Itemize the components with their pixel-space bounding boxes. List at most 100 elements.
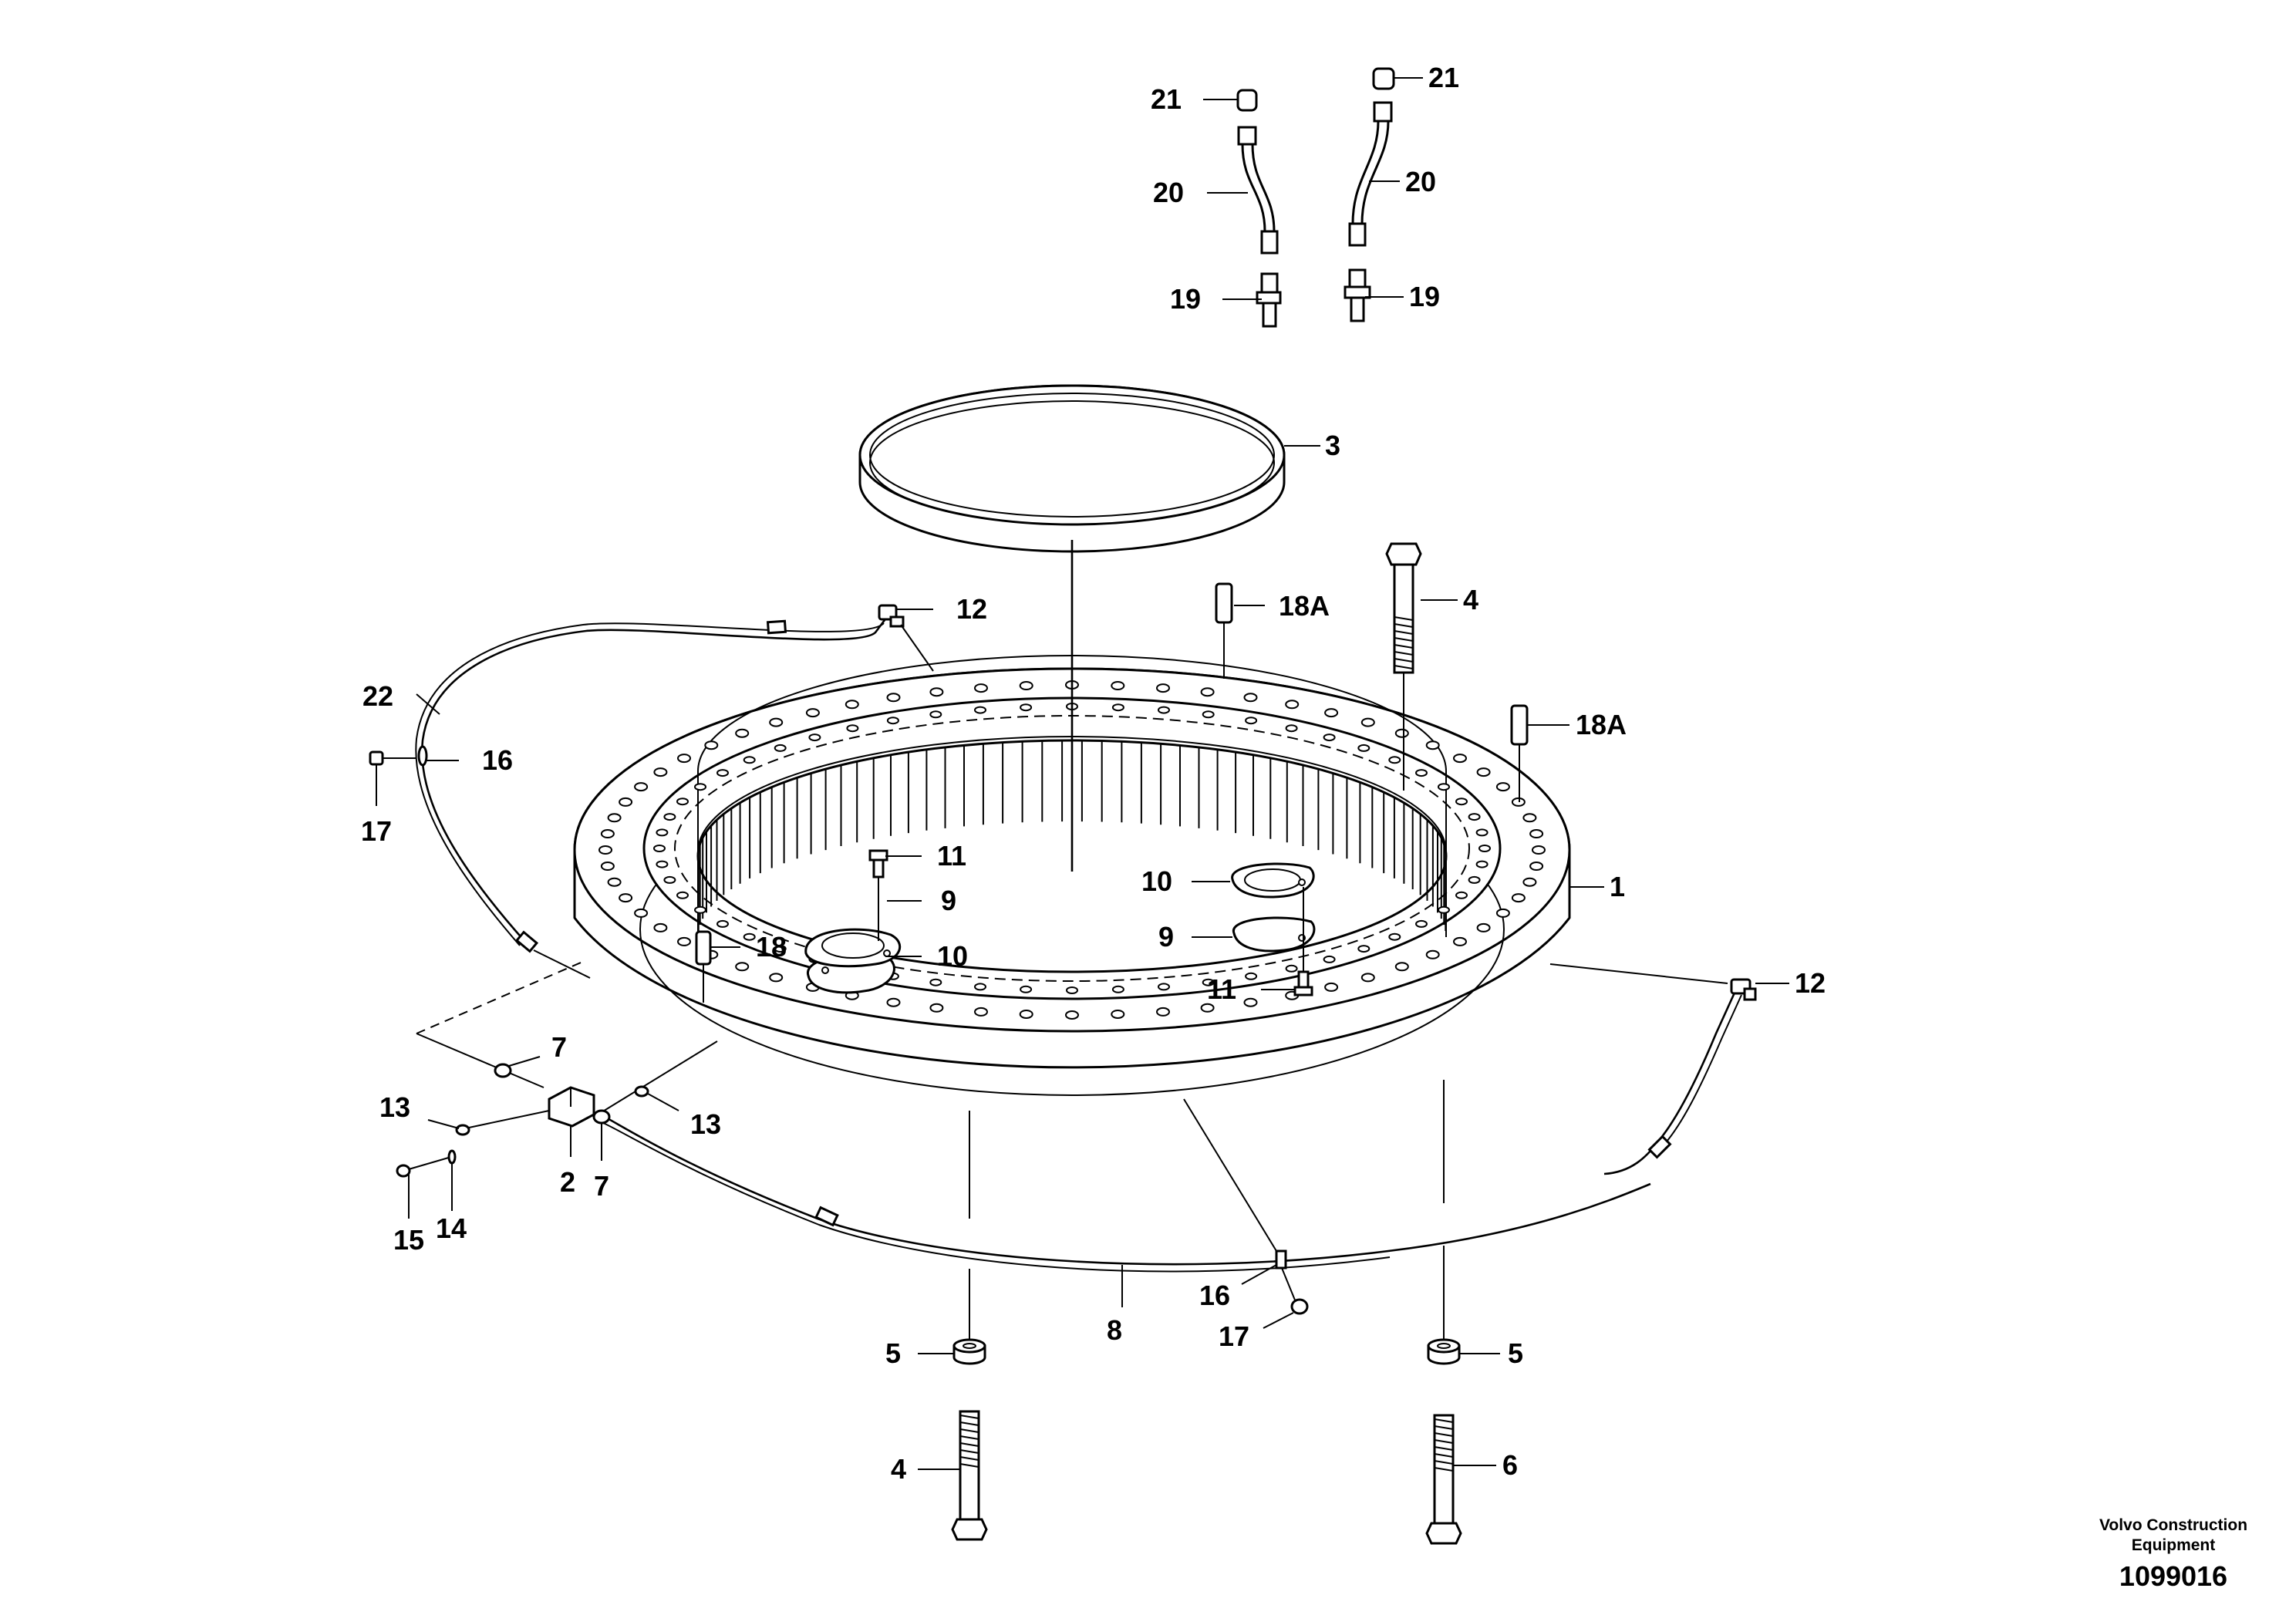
label-14: 14 <box>436 1212 467 1244</box>
fitting-17-bottom <box>1281 1267 1309 1315</box>
bolt-hole <box>1156 1007 1170 1017</box>
label-19-left: 19 <box>1170 283 1201 315</box>
bolt-hole <box>1019 1010 1033 1019</box>
bolt-hole <box>1156 683 1170 693</box>
bolt-hole-inner <box>716 919 729 928</box>
publisher-credit: Volvo Construction Equipment 1099016 <box>2099 1516 2247 1592</box>
bolt-hole-inner <box>1245 972 1258 980</box>
bolt-hole-inner <box>929 978 942 986</box>
bolt-hole <box>1111 681 1125 690</box>
bolt-hole-inner <box>1357 945 1371 953</box>
bolt-hole-inner <box>1111 985 1124 993</box>
ring-inner-bolt-holes <box>653 703 1491 994</box>
bolt-hole-inner <box>743 756 756 764</box>
elbow-fitting-right <box>1730 978 1757 1001</box>
label-21-right: 21 <box>1428 62 1459 93</box>
label-9-left: 9 <box>941 885 956 916</box>
bolt-hole <box>600 862 615 871</box>
bolt-hole <box>769 717 784 727</box>
bolt-hole-inner <box>1285 964 1298 973</box>
bolt-hole-inner <box>676 798 689 806</box>
bolt-hole-inner <box>1158 706 1170 714</box>
bolt-hole-inner <box>1438 905 1450 914</box>
bolt-hole <box>1111 1010 1125 1019</box>
gasket-left <box>804 928 902 968</box>
bolt-hole <box>600 829 615 838</box>
bolt-hole-inner <box>774 945 787 953</box>
bolt-hole-inner <box>1323 955 1336 963</box>
label-11-left: 11 <box>937 840 966 872</box>
bolt-hole <box>1394 962 1409 972</box>
bolt-hole <box>929 1003 944 1013</box>
bolt-hole <box>1360 717 1375 727</box>
bolt-hole <box>1324 982 1339 992</box>
bolt-hole-inner <box>1158 983 1170 991</box>
bolt-hole-inner <box>1202 978 1215 986</box>
bolt-hole-inner <box>1323 733 1336 742</box>
bolt-hole-inner <box>886 717 899 725</box>
screw-right <box>1293 970 1313 996</box>
bolt-hole-inner <box>1438 783 1450 791</box>
bolt-hole-inner <box>663 813 676 821</box>
label-12-top: 12 <box>956 593 987 625</box>
label-19-right: 19 <box>1409 281 1440 312</box>
label-18A-right: 18A <box>1576 709 1627 740</box>
washer-left <box>952 1338 986 1365</box>
dowel-pin-right <box>1510 704 1529 746</box>
bolt-bottom-right <box>1425 1414 1462 1545</box>
label-11-right: 11 <box>1207 973 1236 1005</box>
bolt-hole <box>735 962 750 972</box>
bolt-hole <box>1285 700 1300 710</box>
bolt-hole <box>1495 782 1510 792</box>
label-10-right: 10 <box>1141 865 1172 897</box>
bolt-hole <box>607 877 622 887</box>
label-5-right: 5 <box>1508 1337 1523 1369</box>
bolt-hole-inner <box>974 983 986 991</box>
bolt-hole-inner <box>1285 724 1298 733</box>
bolt-hole-inner <box>716 769 729 777</box>
label-6: 6 <box>1502 1449 1518 1481</box>
bolt-hole-inner <box>653 845 666 852</box>
bolt-hole <box>886 693 901 703</box>
connector-left <box>814 1206 839 1227</box>
nipple-13-right <box>634 1085 649 1098</box>
bolt-hole-inner <box>656 828 669 837</box>
label-4-bottom: 4 <box>891 1453 906 1485</box>
leader-lines <box>376 77 1789 1470</box>
clip-16-top <box>417 745 428 767</box>
label-13-right: 13 <box>690 1108 721 1140</box>
label-18A-top: 18A <box>1279 590 1330 622</box>
bolt-hole-inner <box>1455 891 1468 899</box>
bolt-hole <box>974 683 988 693</box>
lube-line-22 <box>420 616 888 942</box>
label-3: 3 <box>1325 430 1340 461</box>
label-1: 1 <box>1610 871 1625 902</box>
bolt-hole <box>1453 936 1467 946</box>
bolt-hole <box>677 936 691 946</box>
credit-line-1: Volvo Construction <box>2099 1516 2247 1534</box>
bolt-hole-inner <box>974 706 986 714</box>
bolt-hole-inner <box>774 744 787 752</box>
bolt-hole <box>1476 922 1491 932</box>
callout-labels: 21 21 20 20 19 19 3 4 18A 18A 1 12 12 11… <box>361 62 1826 1485</box>
nipple-13-left <box>455 1124 470 1136</box>
bolt-hole-inner <box>1415 769 1428 777</box>
bolt-hole-inner <box>694 905 706 914</box>
gasket-right <box>1231 862 1315 899</box>
dowel-pin-left-top <box>1215 582 1233 624</box>
ring-bolt-holes <box>598 680 1546 1020</box>
bolt-hole-inner <box>663 875 676 884</box>
bolt-hole <box>653 922 668 932</box>
bolt-hole <box>653 767 668 777</box>
bolt-hole-inner <box>929 710 942 719</box>
bolt-hole <box>1065 1010 1079 1020</box>
bolt-hole-inner <box>1475 860 1489 868</box>
bolt-hole-inner <box>1478 845 1491 852</box>
bolt-hole <box>1360 973 1375 983</box>
bolt-hole-inner <box>1202 710 1215 719</box>
bolt-hole <box>704 740 719 750</box>
bolt-hole-inner <box>1468 875 1481 884</box>
label-13-left: 13 <box>379 1091 410 1123</box>
bolt-hole <box>735 728 750 738</box>
distribution-block <box>548 1086 595 1128</box>
